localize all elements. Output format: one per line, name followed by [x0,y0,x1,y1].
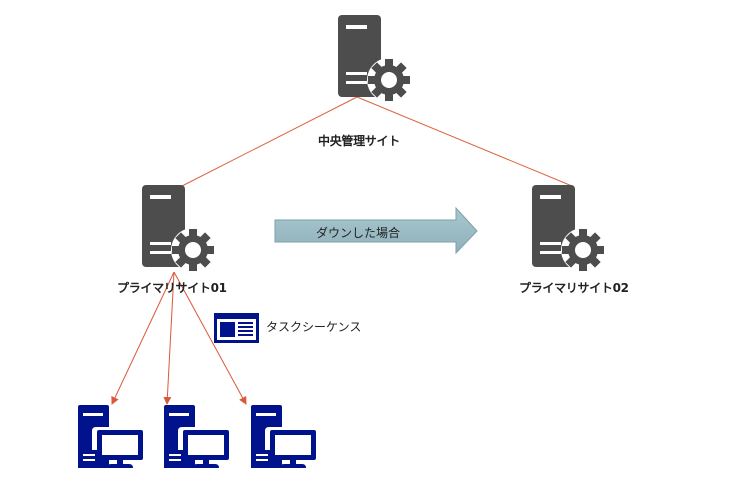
connector-central-primary1 [181,96,358,187]
connector-primary1-client3 [173,271,247,405]
task-sequence-label: タスクシーケンス [266,320,362,334]
central-site-label: 中央管理サイト [318,134,400,148]
primary-site-02-server-icon[interactable] [532,185,605,272]
connector-primary1-client1 [111,271,175,405]
failover-arrow-label: ダウンした場合 [316,226,401,240]
window-document-icon [214,313,259,343]
connector-central-primary2 [356,96,573,187]
client-pc-3-icon[interactable] [251,405,316,468]
central-site-server-icon[interactable] [338,15,411,102]
failover-arrow [274,206,478,255]
connector-primary1-client2 [163,271,175,405]
primary-site-02-label: プライマリサイト02 [519,281,629,295]
primary-site-01-server-icon[interactable] [142,185,215,272]
client-pc-2-icon[interactable] [164,405,229,468]
client-pc-1-icon[interactable] [78,405,143,468]
primary-site-01-label: プライマリサイト01 [117,281,227,295]
